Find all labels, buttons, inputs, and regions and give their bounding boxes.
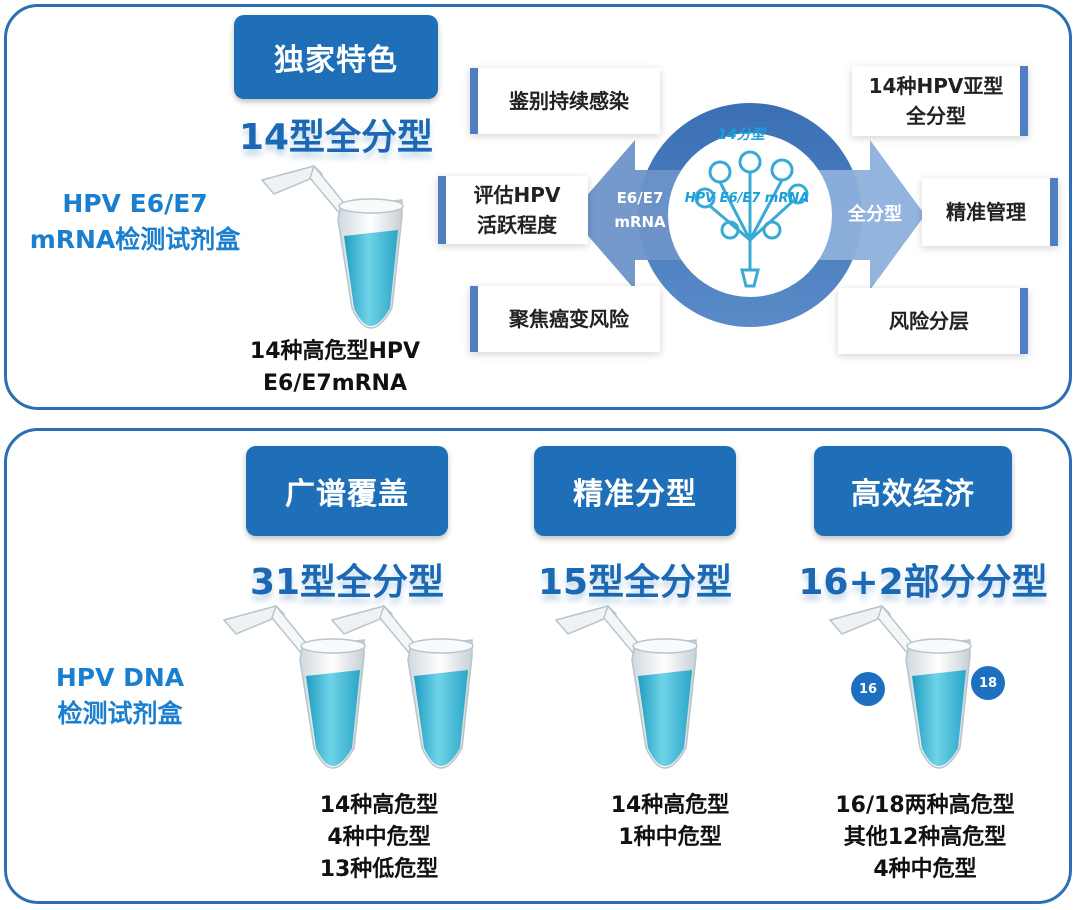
dna-kit-name-line1: HPV DNA bbox=[55, 663, 185, 692]
feature-label: 风险分层 bbox=[889, 309, 969, 333]
feature-tag: 独家特色 bbox=[234, 15, 438, 99]
type-title: 14型全分型 bbox=[238, 117, 434, 158]
mrna-tube-icon bbox=[261, 165, 404, 329]
column-tag-broad: 广谱覆盖 bbox=[246, 446, 448, 536]
feature-risk-stratification: 风险分层 bbox=[838, 288, 1028, 354]
column-desc-31: 14种高危型 4种中危型 13种低危型 bbox=[264, 790, 494, 886]
tube-icon bbox=[331, 605, 474, 769]
badge-18: 18 bbox=[971, 666, 1005, 700]
desc-line: 其他12种高危型 bbox=[843, 825, 1007, 850]
right-arrow-label: 全分型 bbox=[848, 204, 902, 225]
kit-name: HPV E6/E7 mRNA检测试剂盒 bbox=[20, 186, 250, 258]
feature-precise-management: 精准管理 bbox=[922, 178, 1058, 246]
dna-kit-name: HPV DNA 检测试剂盒 bbox=[20, 660, 220, 732]
left-arrow-line1: E6/E7 bbox=[616, 189, 664, 207]
desc-line: 16/18两种高危型 bbox=[835, 793, 1015, 818]
center-logo-line2: HPV E6/E7 mRNA bbox=[684, 191, 810, 206]
desc-line: 13种低危型 bbox=[319, 857, 439, 882]
feature-cancer-risk: 聚焦癌变风险 bbox=[470, 286, 660, 352]
mrna-desc: 14种高危型HPV E6/E7mRNA bbox=[210, 336, 460, 400]
center-diagram bbox=[570, 103, 925, 327]
column-type-15: 15型全分型 bbox=[537, 562, 733, 603]
tube-icon bbox=[829, 605, 972, 769]
badge-16: 16 bbox=[851, 672, 885, 706]
feature-hpv-activity: 评估HPV 活跃程度 bbox=[438, 176, 588, 244]
column-type-31: 31型全分型 bbox=[249, 562, 445, 603]
left-arrow bbox=[570, 140, 700, 290]
desc-line: 4种中危型 bbox=[327, 825, 431, 850]
right-arrow bbox=[800, 140, 925, 290]
desc-line: 14种高危型 bbox=[319, 793, 439, 818]
desc-line: 1种中危型 bbox=[618, 825, 722, 850]
mrna-desc-line2: E6/E7mRNA bbox=[262, 371, 407, 396]
feature-label: 全分型 bbox=[906, 104, 966, 128]
feature-label: 活跃程度 bbox=[477, 213, 557, 237]
tree-icon bbox=[694, 150, 809, 288]
left-arrow-label: E6/E7 mRNA bbox=[600, 186, 680, 234]
column-tag-precise: 精准分型 bbox=[534, 446, 736, 536]
left-arrow-line2: mRNA bbox=[614, 213, 666, 231]
dna-kit-name-line2: 检测试剂盒 bbox=[57, 699, 183, 728]
kit-name-line2: mRNA检测试剂盒 bbox=[29, 225, 241, 254]
feature-label: 聚焦癌变风险 bbox=[509, 307, 629, 331]
feature-label: 精准管理 bbox=[946, 200, 1026, 224]
column-desc-15: 14种高危型 1种中危型 bbox=[560, 790, 780, 854]
desc-line: 4种中危型 bbox=[873, 857, 977, 882]
feature-label: 评估HPV bbox=[473, 183, 561, 207]
column-type-16-2: 16+2部分分型 bbox=[798, 562, 1048, 603]
mrna-desc-line1: 14种高危型HPV bbox=[249, 339, 421, 364]
feature-full-genotyping: 14种HPV亚型 全分型 bbox=[852, 66, 1028, 136]
column-desc-16-2: 16/18两种高危型 其他12种高危型 4种中危型 bbox=[800, 790, 1050, 886]
tube-icon bbox=[555, 605, 698, 769]
feature-label: 14种HPV亚型 bbox=[868, 74, 1004, 98]
kit-name-line1: HPV E6/E7 bbox=[62, 189, 208, 218]
column-tag-economic: 高效经济 bbox=[814, 446, 1012, 536]
feature-persistent-infection: 鉴别持续感染 bbox=[470, 68, 660, 134]
center-logo-line1: 14分型 bbox=[717, 127, 765, 143]
desc-line: 14种高危型 bbox=[610, 793, 730, 818]
feature-label: 鉴别持续感染 bbox=[509, 89, 629, 113]
